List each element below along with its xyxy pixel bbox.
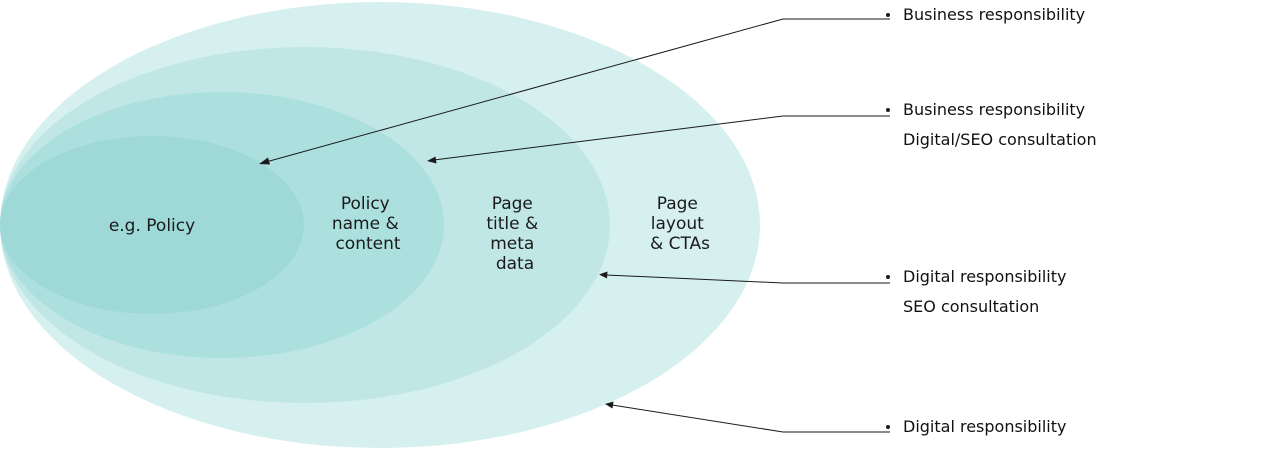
title-meta-label-line: data	[496, 254, 534, 274]
layout-ctas-label-line: layout	[651, 214, 704, 234]
name-content-note-line: Digital/SEO consultation	[903, 130, 1097, 149]
title-meta-arrowhead	[599, 271, 608, 279]
name-content-label-line: name &	[332, 214, 399, 234]
title-meta-label-line: Page	[492, 194, 533, 214]
name-content-note-line: Business responsibility	[903, 100, 1085, 119]
layout-ctas-arrowhead	[605, 401, 614, 409]
name-content-note: Business responsibility Digital/SEO cons…	[903, 100, 1097, 149]
title-meta-label-line: meta	[490, 234, 534, 254]
policy-bullet	[886, 13, 890, 17]
title-meta-bullet	[886, 275, 890, 279]
title-meta-note-line: SEO consultation	[903, 297, 1039, 316]
title-meta-label-line: title &	[486, 214, 538, 234]
name-content-label: Policy name & content	[332, 194, 404, 254]
policy-label: e.g. Policy	[109, 216, 195, 236]
policy-connector	[265, 18, 890, 163]
layout-ctas-note-line: Digital responsibility	[903, 417, 1066, 436]
layout-ctas-label-line: & CTAs	[650, 234, 710, 254]
policy-ellipse	[0, 136, 304, 314]
name-content-label-line: content	[335, 234, 400, 254]
name-content-label-line: Policy	[341, 194, 390, 214]
name-content-bullet	[886, 108, 890, 112]
layout-ctas-note: Digital responsibility	[903, 417, 1066, 436]
policy-note-line: Business responsibility	[903, 5, 1085, 24]
layout-ctas-connector	[611, 404, 890, 433]
title-meta-connector	[605, 274, 890, 284]
layout-ctas-label-line: Page	[657, 194, 698, 214]
layout-ctas-bullet	[886, 425, 890, 429]
layout-ctas-label: Page layout & CTAs	[650, 194, 710, 254]
policy-label-line: e.g. Policy	[109, 216, 195, 236]
title-meta-note-line: Digital responsibility	[903, 267, 1066, 286]
policy-note: Business responsibility	[903, 5, 1085, 24]
policy-arrowhead	[259, 157, 270, 165]
title-meta-label: Page title & meta data	[486, 194, 543, 274]
title-meta-note: Digital responsibility SEO consultation	[903, 267, 1072, 316]
name-content-connector	[433, 115, 890, 161]
name-content-arrowhead	[427, 156, 437, 164]
